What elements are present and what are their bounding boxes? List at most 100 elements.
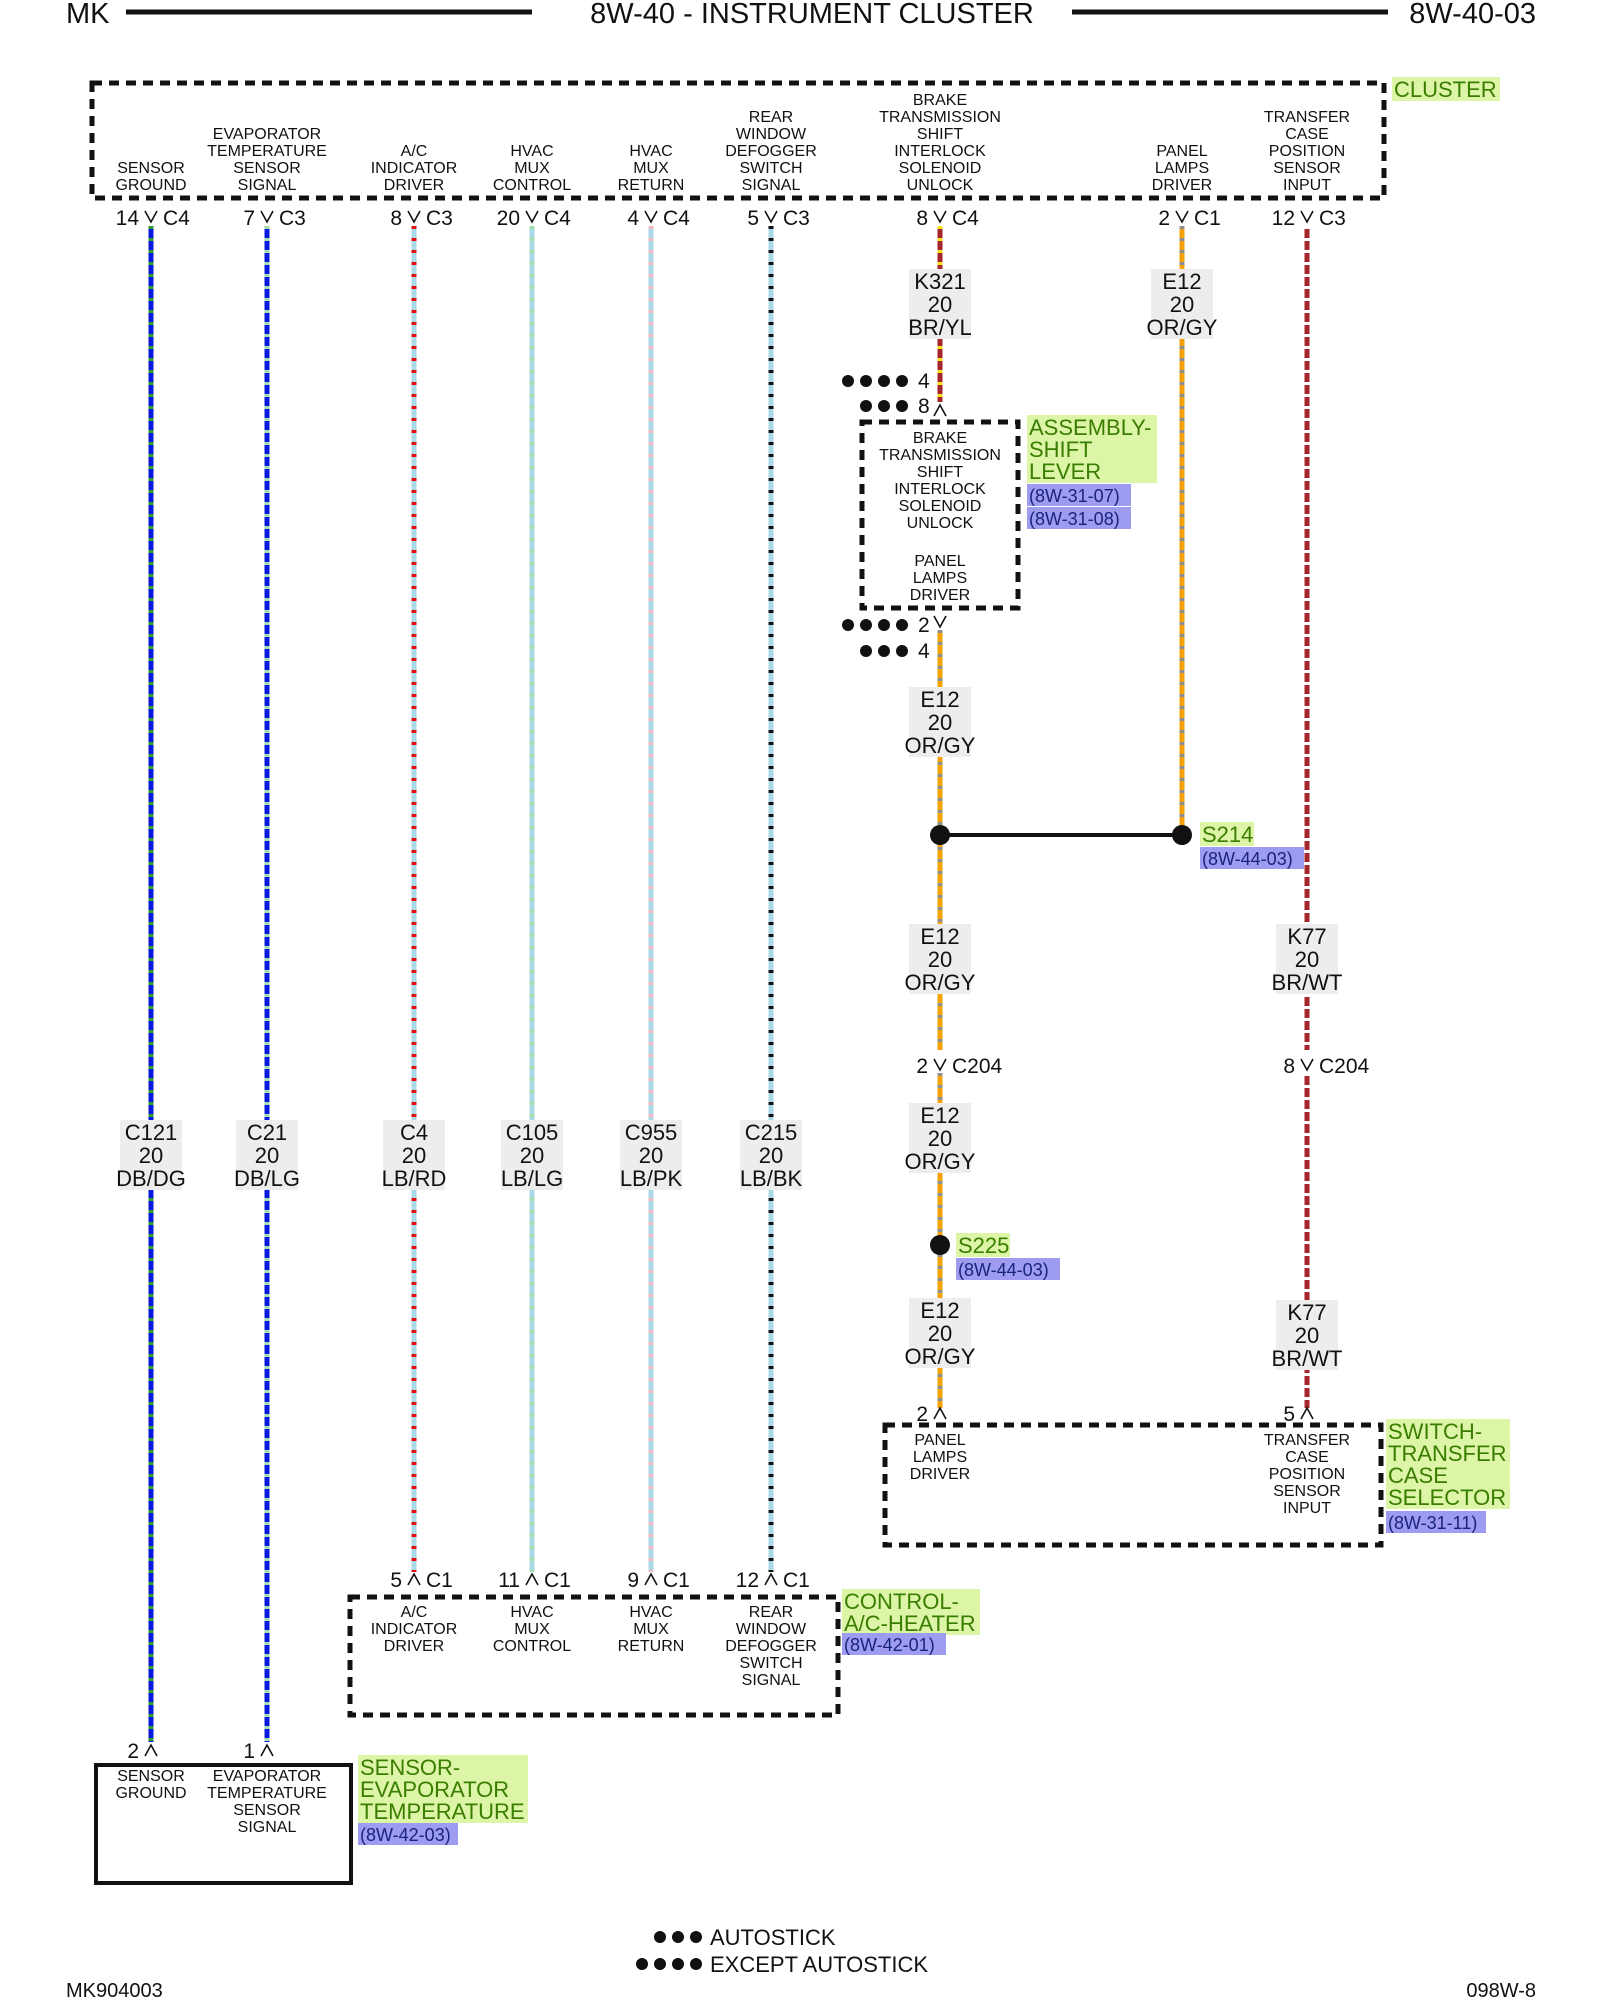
wire-label-e12-c-gauge: 20 [928,947,952,972]
cluster-cell-label: UNLOCK [907,177,974,194]
evap-pin-0-number: 2 [127,1740,139,1763]
cluster-pin-3-connector: C4 [544,207,571,230]
cluster-cell-label: MUX [633,160,669,177]
splice-s214-tag-bg [1200,822,1254,846]
wire-label-5-color: LB/BK [740,1166,803,1191]
c204-pin-0-chevron-icon [933,1058,947,1072]
wire-label-3-circuit: C105 [506,1120,559,1145]
cluster-pin-8-connector: C3 [1319,207,1346,230]
transfer-pin-0-number: 2 [916,1403,928,1426]
hvac-cell-label: HVAC [629,1604,672,1621]
wire-label-5-bg [740,1120,802,1190]
wire-label-e12-b-color: OR/GY [1147,315,1218,340]
transfer-cell-label: SENSOR [1273,1483,1341,1500]
cluster-pin-2-chevron-icon [407,210,421,224]
wire-label-k321-color: BR/YL [908,315,972,340]
cluster-cell-label: A/C [401,143,428,160]
evap-cell-label: SIGNAL [238,1819,297,1836]
hvac-pin-1-chevron-icon [525,1572,539,1586]
wire-label-1-gauge: 20 [255,1143,279,1168]
variant-dot-icon [878,400,890,412]
evap-tag-text: SENSOR- [360,1755,460,1780]
hvac-cell-label: MUX [514,1621,550,1638]
cluster-pin-7-chevron-icon [1175,210,1189,224]
cluster-cell-label: INPUT [1283,177,1331,194]
wire-label-k77-a-gauge: 20 [1295,947,1319,972]
variant-dot-icon [860,375,872,387]
splice-s214-tag: S214 [1200,822,1254,847]
shift-lever-tag-bg [1027,415,1157,483]
hvac-pin-0-chevron-icon [407,1572,421,1586]
cluster-cell-label: SIGNAL [742,177,801,194]
hvac-cell-label: WINDOW [736,1621,807,1638]
shift-lever-ref-0: (8W-31-07) [1027,484,1131,506]
hvac-cell-label: SIGNAL [742,1672,801,1689]
shift-lever-ref-0-text: (8W-31-07) [1029,486,1120,506]
variant-dot-icon [842,619,854,631]
page-header: MK 8W-40 - INSTRUMENT CLUSTER 8W-40-03 [66,0,1536,30]
cluster-pin-3-number: 20 [497,207,520,230]
cluster-tag-bg [1392,77,1500,101]
transfer-pin-0-chevron-icon [933,1406,947,1420]
hvac-cell-label: MUX [633,1621,669,1638]
variant-dot-icon [860,645,872,657]
wire-label-4-bg [620,1120,682,1190]
hvac-cell-label: REAR [749,1604,793,1621]
hvac-pin-1-number: 11 [498,1569,520,1592]
wire-label-3-color: LB/LG [501,1166,563,1191]
header-left: MK [66,0,110,30]
splice-layer [930,825,1192,1255]
cluster-cell-label: BRAKE [913,92,967,109]
hvac-pin-2-connector: C1 [663,1569,690,1592]
cluster-cell-label: HVAC [629,143,672,160]
evap-tag-bg [358,1755,528,1823]
hvac-pin-1-connector: C1 [544,1569,571,1592]
cluster-pin-4-chevron-icon [644,210,658,224]
variant-dot-icon [842,375,854,387]
cluster-pin-1-number: 7 [243,207,255,230]
variant-dot-icon [690,1958,702,1970]
wire-label-e12-a-color: OR/GY [905,733,976,758]
shift-top-pin-except: 4 [918,370,930,393]
cluster-pin-6-connector: C4 [952,207,979,230]
hvac-pin-3-chevron-icon [764,1572,778,1586]
wire-label-e12-b-bg [1151,269,1213,339]
splice-s214-ref: (8W-44-03) [1200,847,1304,869]
hvac-tag-bg [842,1589,980,1635]
cluster-pin-3-chevron-icon [525,210,539,224]
variant-dot-icon [878,645,890,657]
shift-cell-label: DRIVER [910,587,970,604]
wire-label-4-circuit: C955 [625,1120,678,1145]
tags-layer: CLUSTERSENSOR-EVAPORATORTEMPERATURE(8W-4… [358,77,1510,1845]
wire-label-2-bg [383,1120,445,1190]
wire-label-e12-b-gauge: 20 [1170,292,1194,317]
shift-bottom-variant-autostick [860,645,908,657]
cluster-cell-label: EVAPORATOR [213,126,321,143]
hvac-ref: (8W-42-01) [842,1633,946,1655]
labels-layer: SENSORGROUNDEVAPORATORTEMPERATURESENSORS… [115,92,1369,1977]
transfer-pin-1-chevron-icon [1300,1406,1314,1420]
cluster-cell-label: TEMPERATURE [207,143,327,160]
cluster-pin-0-connector: C4 [163,207,190,230]
shift-cell-label: LAMPS [913,570,967,587]
hvac-ref-bg [842,1633,946,1655]
wire-label-e12-d-circuit: E12 [920,1103,959,1128]
cluster-pin-5-chevron-icon [764,210,778,224]
cluster-cell-label: TRANSMISSION [879,109,1001,126]
shift-bottom-pin-autostick: 4 [918,640,930,663]
cluster-cell-label: SENSOR [233,160,301,177]
wire-label-1-color: DB/LG [234,1166,300,1191]
legend-label-1: EXCEPT AUTOSTICK [710,1952,928,1977]
cluster-cell-label: INDICATOR [371,160,458,177]
variant-dot-icon [654,1958,666,1970]
hvac-cell-label: DEFOGGER [725,1638,817,1655]
shift-cell-label: PANEL [914,553,965,570]
